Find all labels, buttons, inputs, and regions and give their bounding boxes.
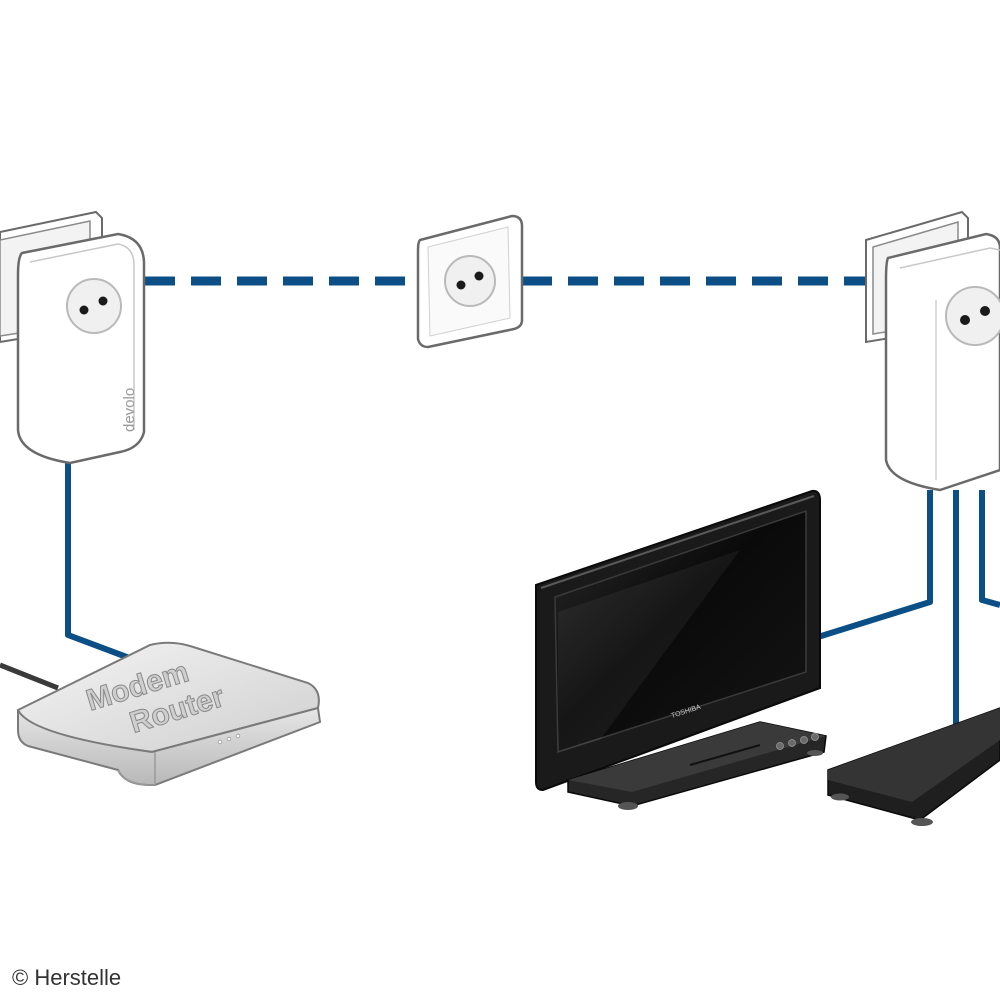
copyright-notice: © Herstelle: [12, 965, 121, 990]
media-player: [567, 721, 827, 810]
socket-icon: [444, 255, 496, 307]
adapter-brand-label: devolo: [121, 388, 138, 432]
cable-adapter-to-tv: [817, 490, 933, 640]
powerline-adapter-right: [865, 210, 1000, 492]
modem-router: Modem Router: [16, 641, 322, 787]
socket-icon: [945, 286, 1000, 346]
socket-icon: [66, 278, 122, 334]
router-dsl-cable: [0, 662, 59, 691]
tv-screen: [554, 509, 807, 754]
wall-socket: [416, 214, 524, 349]
set-top-receiver: [827, 707, 1000, 826]
powerline-adapter-left: devolo: [0, 210, 146, 465]
network-cables: [65, 462, 1000, 725]
television: TOSHIBA: [535, 489, 827, 810]
cable-adapter-offscreen: [979, 490, 1000, 608]
cable-adapter-to-router: [65, 462, 142, 665]
router-status-leds: [217, 733, 241, 745]
